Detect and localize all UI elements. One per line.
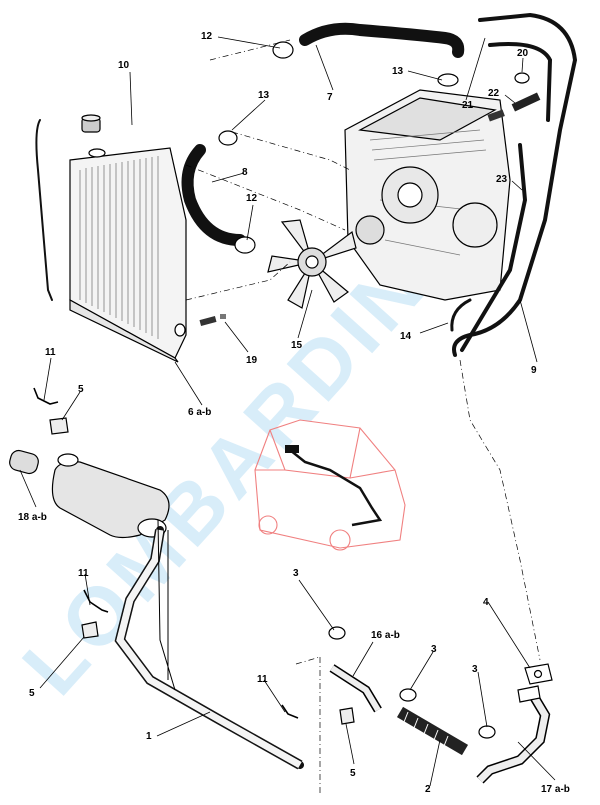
callout-15: 15 (291, 340, 303, 351)
hose-23 (460, 143, 528, 352)
callout-10: 10 (118, 60, 130, 71)
heater-hose-9a (452, 12, 578, 357)
pipe-16-flex-2 (329, 664, 469, 756)
silencer-18 (9, 449, 39, 475)
callout-3-left: 3 (293, 568, 299, 579)
manifold-pipe-17 (476, 685, 551, 784)
callout-20: 20 (517, 48, 529, 59)
drain-plug-19 (199, 314, 226, 326)
callout-12-upper: 12 (201, 31, 213, 42)
callout-4: 4 (483, 597, 489, 608)
callout-13-left: 13 (258, 90, 270, 101)
callout-13-right: 13 (392, 66, 404, 77)
callout-11-bottom: 11 (257, 674, 268, 685)
callout-3-mid: 3 (431, 644, 437, 655)
callout-21: 21 (462, 100, 474, 111)
hose-8 (181, 144, 246, 246)
hangers (33, 387, 299, 719)
engine-block (344, 89, 511, 301)
hose-clamps (218, 41, 530, 254)
callout-8: 8 (242, 167, 248, 178)
callout-17: 17 a-b (541, 784, 570, 795)
callout-2: 2 (425, 784, 431, 795)
callout-22: 22 (488, 88, 500, 99)
callout-11-top: 11 (45, 347, 56, 358)
callout-5-bottom: 5 (350, 768, 356, 779)
gasket-4 (524, 663, 553, 685)
callout-3-right: 3 (472, 664, 478, 675)
assembly-lines (185, 39, 541, 795)
callout-23: 23 (496, 174, 508, 185)
callout-1: 1 (146, 731, 152, 742)
callout-12-lower: 12 (246, 193, 258, 204)
callout-16: 16 a-b (371, 630, 400, 641)
callout-6: 6 a-b (188, 407, 211, 418)
exhaust-clamps (328, 626, 496, 739)
callout-labels: 12 10 7 13 13 8 12 20 22 21 23 14 15 19 … (18, 31, 570, 795)
hose-14 (450, 298, 472, 332)
callout-5-mid: 5 (29, 688, 35, 699)
callout-11-mid: 11 (78, 568, 89, 579)
upper-hose-7 (299, 22, 465, 58)
leader-lines (19, 36, 556, 787)
heater-hose-9b (488, 42, 553, 122)
rubber-mounts (49, 417, 355, 725)
radiator (69, 147, 187, 363)
overflow-tube (35, 119, 53, 301)
vehicle-locator-image (254, 419, 406, 551)
muffler (51, 453, 170, 539)
cooling-fan (267, 219, 357, 309)
callout-19: 19 (246, 355, 258, 366)
callout-5-top: 5 (78, 384, 84, 395)
callout-14: 14 (400, 331, 412, 342)
callout-9: 9 (531, 365, 537, 376)
callout-18: 18 a-b (18, 512, 47, 523)
callout-7: 7 (327, 92, 333, 103)
fittings-21-22 (487, 92, 541, 122)
radiator-cap (81, 114, 101, 133)
